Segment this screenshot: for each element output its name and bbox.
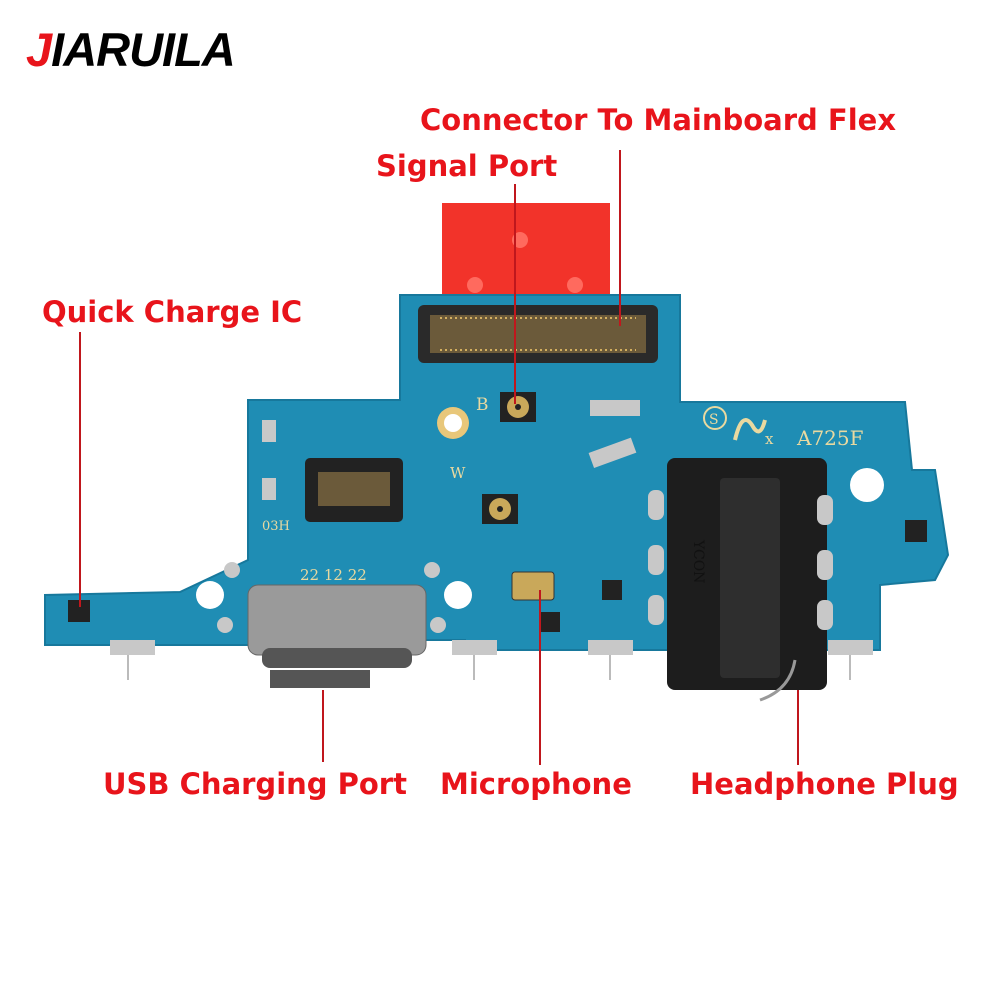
microphone-component [511, 571, 555, 601]
s-mark: S [709, 412, 719, 428]
code-mark: 03H [262, 519, 290, 534]
usb-c-port [247, 584, 427, 656]
w-mark: W [450, 464, 466, 482]
signal-port-icon [500, 392, 536, 422]
jack-brand-mark: YCON [690, 539, 706, 583]
usb-label: USB Charging Port [103, 767, 407, 801]
connector-callout-line [619, 150, 621, 326]
headphone-label: Headphone Plug [690, 767, 959, 801]
signal-port-callout-line [514, 184, 516, 404]
model-mark: A725F [796, 426, 864, 450]
connector-label: Connector To Mainboard Flex [420, 103, 897, 137]
x-mark: x [765, 430, 774, 448]
logo-j: J [26, 23, 52, 76]
signal-port-icon [482, 494, 518, 524]
signal-port-label: Signal Port [376, 149, 558, 183]
headphone-callout-line [797, 690, 799, 765]
flex-tape [442, 203, 610, 303]
quick-charge-ic [68, 600, 90, 622]
brand-logo: JIARUILA [26, 23, 236, 76]
microphone-callout-line [539, 590, 541, 765]
microphone-label: Microphone [440, 767, 632, 801]
date-mark: 22 12 22 [300, 566, 367, 584]
usb-callout-line [322, 690, 324, 762]
quick-charge-callout-line [79, 332, 81, 607]
b-mark: B [476, 395, 489, 415]
quick-charge-label: Quick Charge IC [42, 295, 303, 329]
logo-rest: IARUILA [51, 23, 236, 76]
